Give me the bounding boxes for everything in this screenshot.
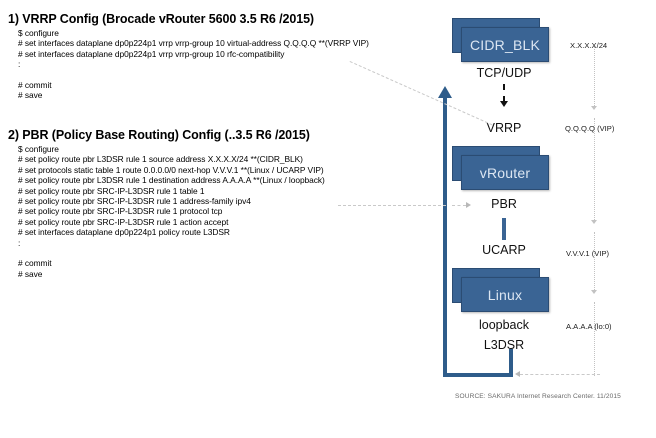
tcp-to-vrrp-dashed-line: [503, 84, 505, 102]
config-line: # set policy route pbr SRC-IP-L3DSR rule…: [18, 185, 205, 196]
address-guide-segment: [594, 46, 595, 108]
address-label-loopback: A.A.A.A (lo:0): [566, 322, 612, 331]
config-line: $ configure: [18, 144, 59, 154]
label-loopback: loopback: [478, 318, 530, 332]
source-credit: SOURCE: SAKURA Internet Research Center.…: [455, 393, 621, 400]
address-guide-arrowhead: [591, 106, 597, 110]
config-line: # set protocols static table 1 route 0.0…: [18, 164, 324, 175]
config-line: $ configure: [18, 28, 59, 38]
config-line: # set policy route pbr L3DSR rule 1 dest…: [18, 175, 325, 186]
pbr-config-connector-right: [452, 205, 466, 206]
address-guide-segment: [594, 118, 595, 222]
config-line: # set interfaces dataplane dp0p224p1 vrr…: [18, 48, 285, 59]
address-guide-arrowhead: [591, 220, 597, 224]
config-lines-vrrp: $ configure # set interfaces dataplane d…: [8, 28, 369, 101]
address-guide-segment: [594, 302, 595, 376]
config-line: # save: [18, 268, 43, 279]
pbr-ucarp-connector: [502, 218, 506, 240]
return-path-riser: [509, 349, 513, 377]
node-label-cidr-blk: CIDR_BLK: [461, 27, 549, 62]
config-line: # set policy route pbr L3DSR rule 1 sour…: [18, 154, 303, 165]
config-line: # commit: [18, 258, 52, 269]
config-title-vrrp: 1) VRRP Config (Brocade vRouter 5600 3.5…: [8, 12, 314, 26]
config-title-pbr: 2) PBR (Policy Base Routing) Config (..3…: [8, 128, 310, 142]
config-line-blank: [18, 70, 369, 80]
config-line: # set interfaces dataplane dp0p224p1 pol…: [18, 227, 230, 238]
address-label-ucarp-vip: V.V.V.1 (VIP): [566, 249, 610, 258]
config-lines-pbr: $ configure # set policy route pbr L3DSR…: [8, 144, 325, 279]
pbr-config-connector-arrowhead: [466, 201, 471, 208]
node-label-linux: Linux: [461, 277, 549, 312]
config-line-blank: [18, 248, 325, 258]
config-line: # set interfaces dataplane dp0p224p1 vrr…: [18, 38, 369, 49]
node-label-vrouter: vRouter: [461, 155, 549, 190]
label-ucarp: UCARP: [482, 243, 526, 257]
address-label-cidr: X.X.X.X/24: [570, 41, 608, 50]
label-pbr: PBR: [491, 197, 517, 211]
return-path-shaft: [443, 97, 447, 377]
config-section-pbr: 2) PBR (Policy Base Routing) Config (..3…: [8, 128, 325, 279]
config-line: # save: [18, 90, 43, 101]
config-line: :: [18, 59, 21, 70]
config-line: :: [18, 237, 21, 248]
return-path-arrowhead: [438, 86, 452, 98]
address-guide-segment: [594, 232, 595, 292]
label-l3dsr: L3DSR: [483, 338, 525, 352]
label-tcp-udp: TCP/UDP: [476, 66, 532, 80]
config-line: # commit: [18, 80, 52, 91]
config-line: # set policy route pbr SRC-IP-L3DSR rule…: [18, 196, 251, 207]
return-path-bottom-segment: [443, 373, 513, 377]
address-guide-arrowhead: [591, 290, 597, 294]
config-line: # set policy route pbr SRC-IP-L3DSR rule…: [18, 216, 229, 227]
pbr-config-connector-left: [338, 205, 446, 206]
address-label-vrrp-vip: Q.Q.Q.Q (VIP): [565, 124, 615, 133]
return-path-tail: [520, 374, 600, 375]
tcp-to-vrrp-arrowhead: [500, 101, 508, 107]
config-section-vrrp: 1) VRRP Config (Brocade vRouter 5600 3.5…: [8, 12, 369, 101]
label-vrrp: VRRP: [486, 121, 522, 135]
config-line: # set policy route pbr SRC-IP-L3DSR rule…: [18, 206, 223, 217]
return-path-tail-arrowhead: [515, 370, 520, 377]
